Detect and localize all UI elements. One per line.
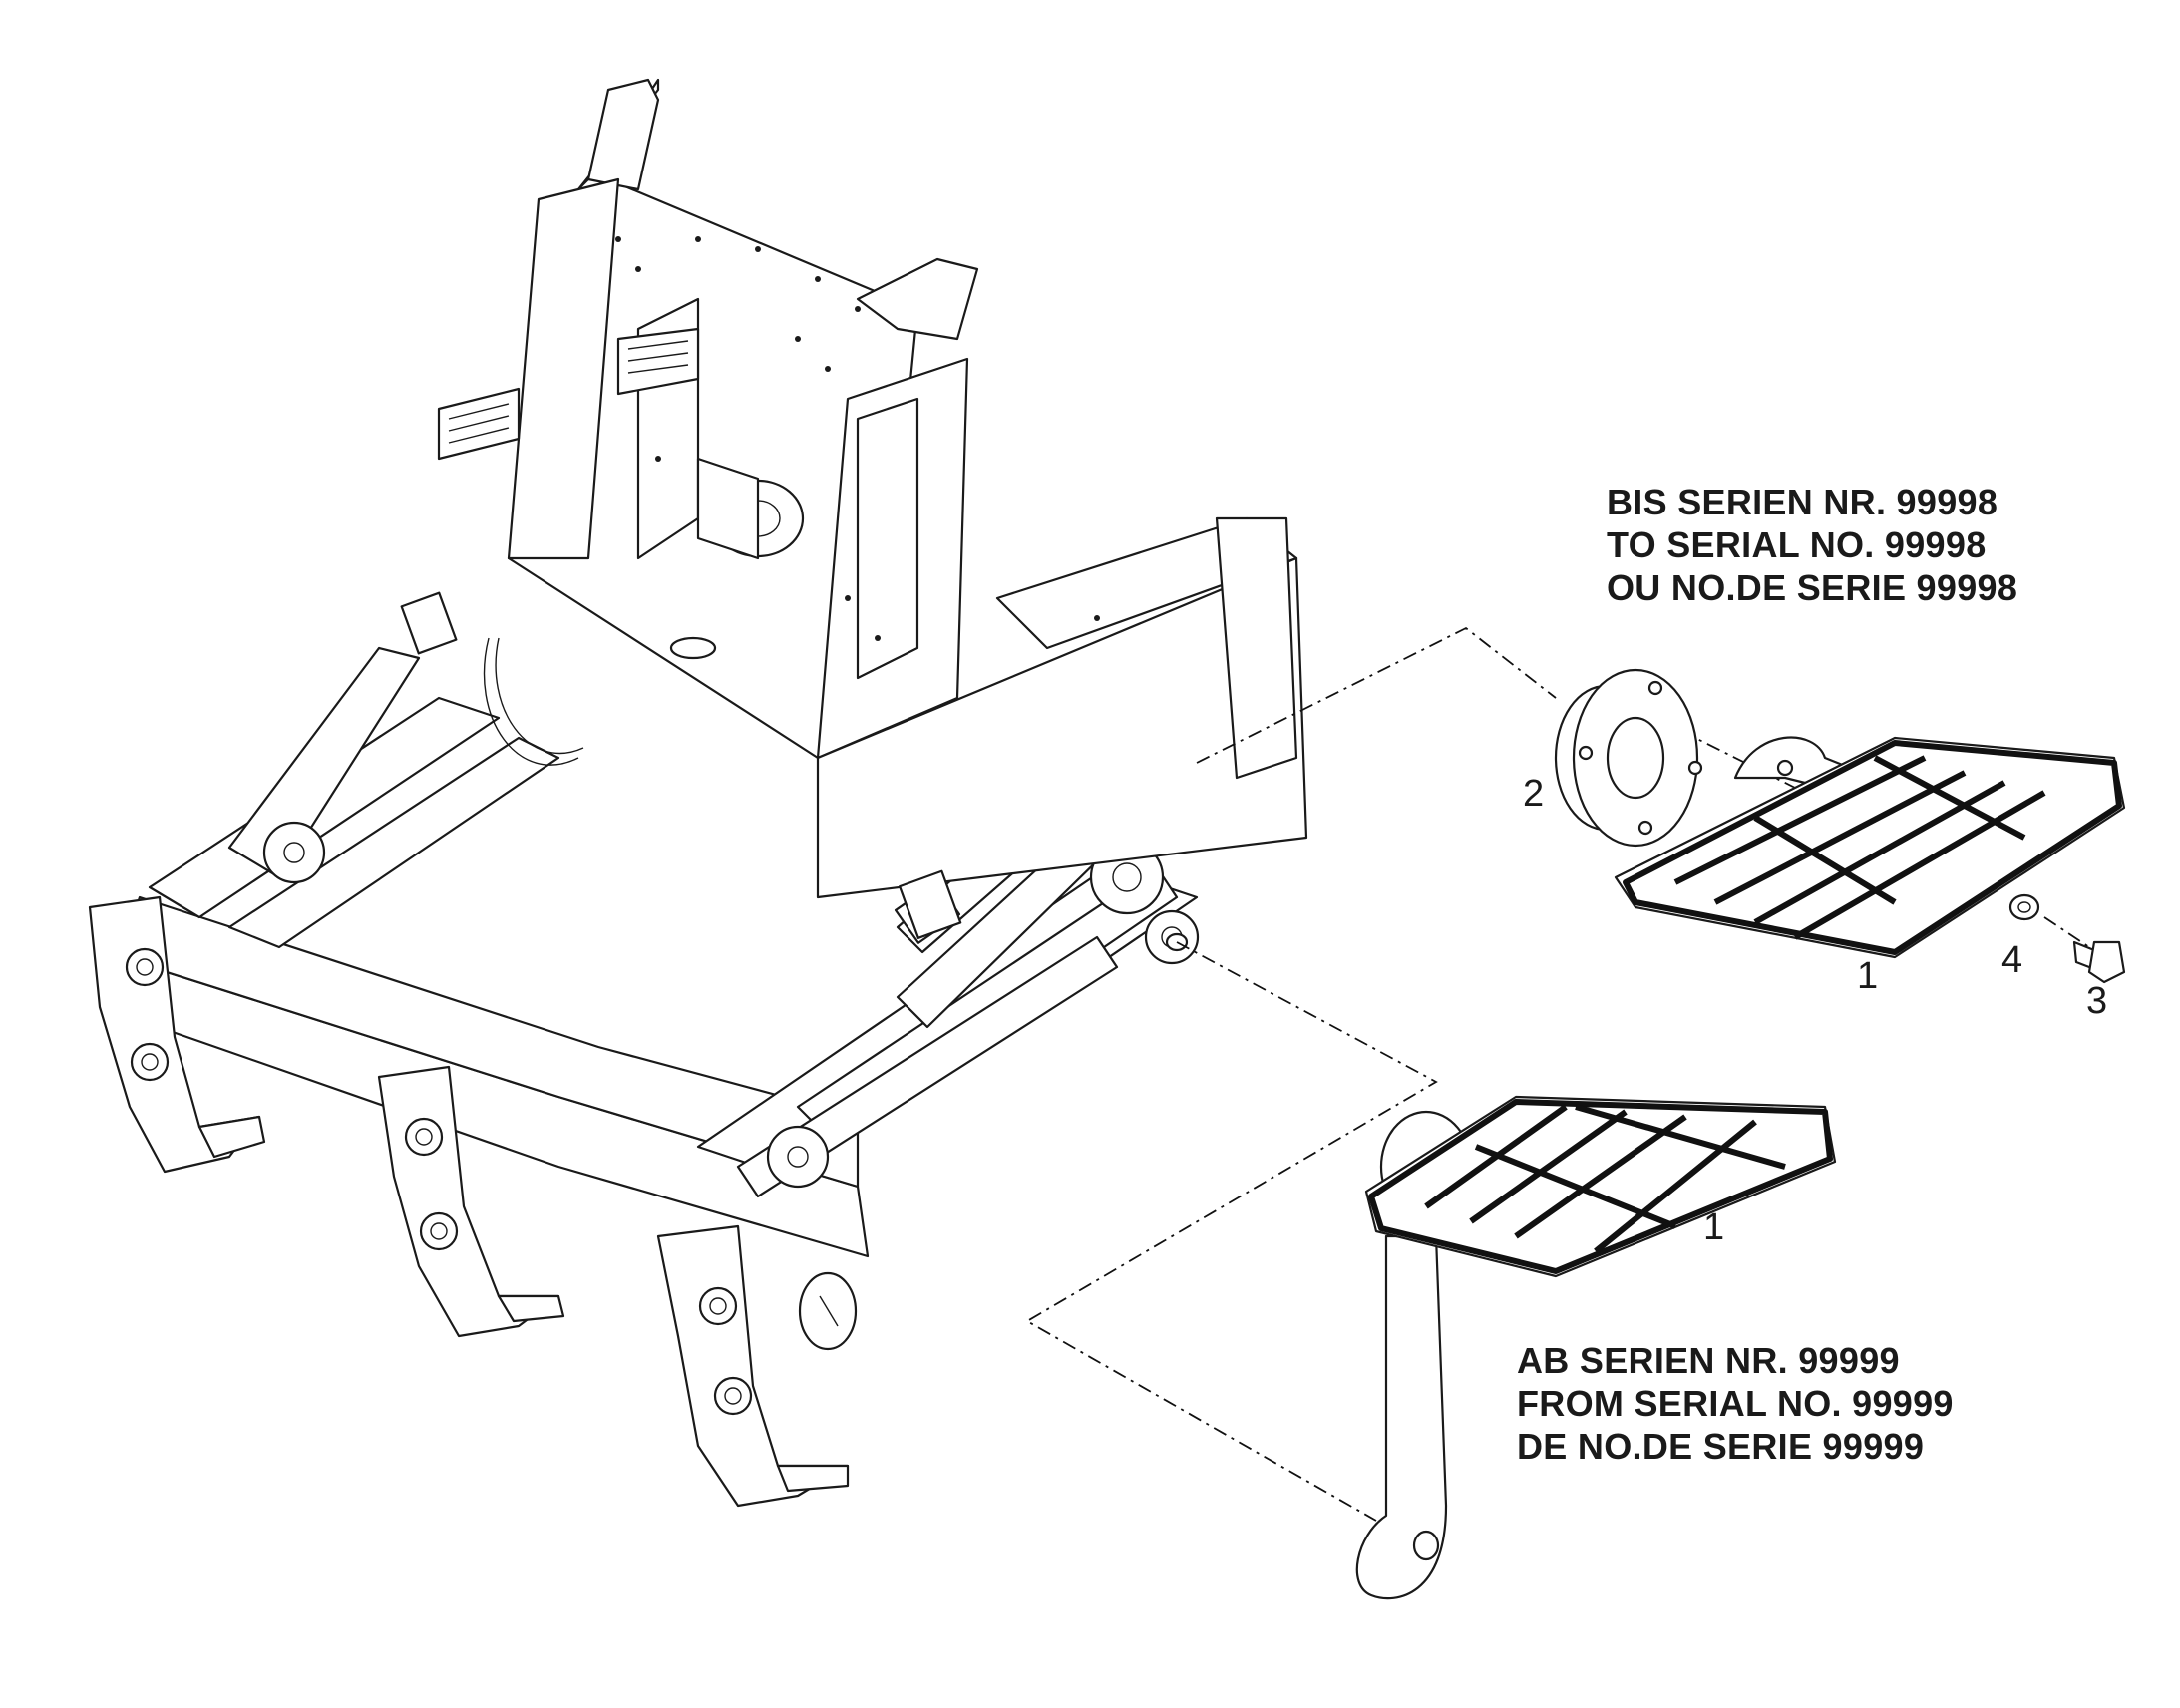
washer-part [2008, 893, 2040, 921]
serial-note-lower-line: AB SERIEN NR. 99999 [1517, 1340, 1900, 1381]
serial-note-lower-line: DE NO.DE SERIE 99999 [1517, 1426, 1925, 1467]
callout-step-new: 1 [1703, 1206, 1725, 1248]
step-assembly-upper [1554, 668, 2126, 984]
flange-part [1554, 668, 1703, 848]
ripper-frame-assembly [88, 78, 1308, 1508]
serial-note-upper-line: TO SERIAL NO. 99998 [1607, 524, 1987, 565]
serial-note-upper-line: BIS SERIEN NR. 99998 [1607, 482, 1998, 522]
serial-note-upper-line: OU NO.DE SERIE 99998 [1607, 567, 2018, 608]
step-assembly-lower [1355, 1095, 1837, 1600]
step-part-old [1614, 736, 2126, 959]
serial-note-lower-line: FROM SERIAL NO. 99999 [1517, 1383, 1954, 1424]
callout-step-old: 1 [1857, 955, 1879, 997]
callout-washer: 4 [2001, 939, 2023, 981]
serial-note-upper: BIS SERIEN NR. 99998 TO SERIAL NO. 99998… [1607, 481, 2017, 609]
callout-bolt: 3 [2086, 980, 2108, 1022]
serial-note-lower: AB SERIEN NR. 99999 FROM SERIAL NO. 9999… [1517, 1339, 1954, 1468]
callout-flange: 2 [1523, 773, 1545, 815]
bolt-part [2072, 940, 2126, 984]
